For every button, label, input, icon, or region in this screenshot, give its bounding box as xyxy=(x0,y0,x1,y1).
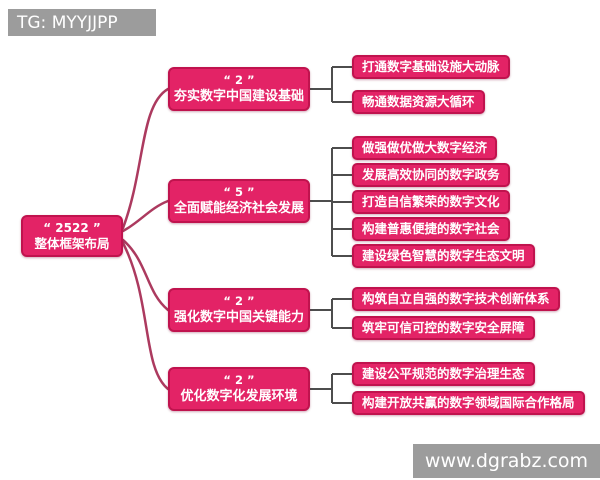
branch-curve-2 xyxy=(121,199,170,233)
branch-curve-3 xyxy=(121,238,170,312)
branch-label: 夯实数字中国建设基础 xyxy=(173,89,304,104)
root-title: “ 2522 ” xyxy=(43,221,101,235)
branch-curve-4 xyxy=(121,241,170,391)
branch-node-4: “ 2 ” 优化数字化发展环境 xyxy=(168,367,310,411)
leaf-node: 建设绿色智慧的数字生态文明 xyxy=(352,244,535,268)
branch-count-label: “ 2 ” xyxy=(223,373,255,387)
leaf-connector-branch-3 xyxy=(310,298,352,329)
leaf-node: 畅通数据资源大循环 xyxy=(352,90,485,114)
watermark-telegram: TG: MYYJJPP xyxy=(8,9,156,36)
leaf-connector-branch-1 xyxy=(310,66,352,103)
leaf-node: 筑牢可信可控的数字安全屏障 xyxy=(352,316,535,340)
branch-label: 优化数字化发展环境 xyxy=(180,389,298,404)
branch-node-2: “ 5 ” 全面赋能经济社会发展 xyxy=(168,179,310,223)
branch-count-label: “ 2 ” xyxy=(223,73,255,87)
branch-node-1: “ 2 ” 夯实数字中国建设基础 xyxy=(168,67,310,111)
root-node: “ 2522 ” 整体框架布局 xyxy=(21,215,123,257)
leaf-connector-branch-2 xyxy=(310,147,352,257)
leaf-connector-branch-4 xyxy=(310,373,352,404)
leaf-node: 发展高效协同的数字政务 xyxy=(352,163,510,187)
leaf-node: 构建普惠便捷的数字社会 xyxy=(352,217,510,241)
root-subtitle: 整体框架布局 xyxy=(34,236,110,251)
leaf-node: 做强做优做大数字经济 xyxy=(352,136,498,160)
branch-count-label: “ 2 ” xyxy=(223,294,255,308)
leaf-node: 打造自信繁荣的数字文化 xyxy=(352,190,510,214)
branch-node-3: “ 2 ” 强化数字中国关键能力 xyxy=(168,288,310,332)
branch-label: 全面赋能经济社会发展 xyxy=(173,201,304,216)
branch-count-label: “ 5 ” xyxy=(223,185,255,199)
leaf-node: 建设公平规范的数字治理生态 xyxy=(352,362,535,386)
watermark-website: www.dgrabz.com xyxy=(413,444,600,478)
leaf-node: 构筑自立自强的数字技术创新体系 xyxy=(352,287,560,311)
leaf-node: 打通数字基础设施大动脉 xyxy=(352,55,510,79)
branch-curve-1 xyxy=(121,87,170,230)
leaf-node: 构建开放共赢的数字领域国际合作格局 xyxy=(352,391,585,415)
branch-label: 强化数字中国关键能力 xyxy=(173,310,304,325)
